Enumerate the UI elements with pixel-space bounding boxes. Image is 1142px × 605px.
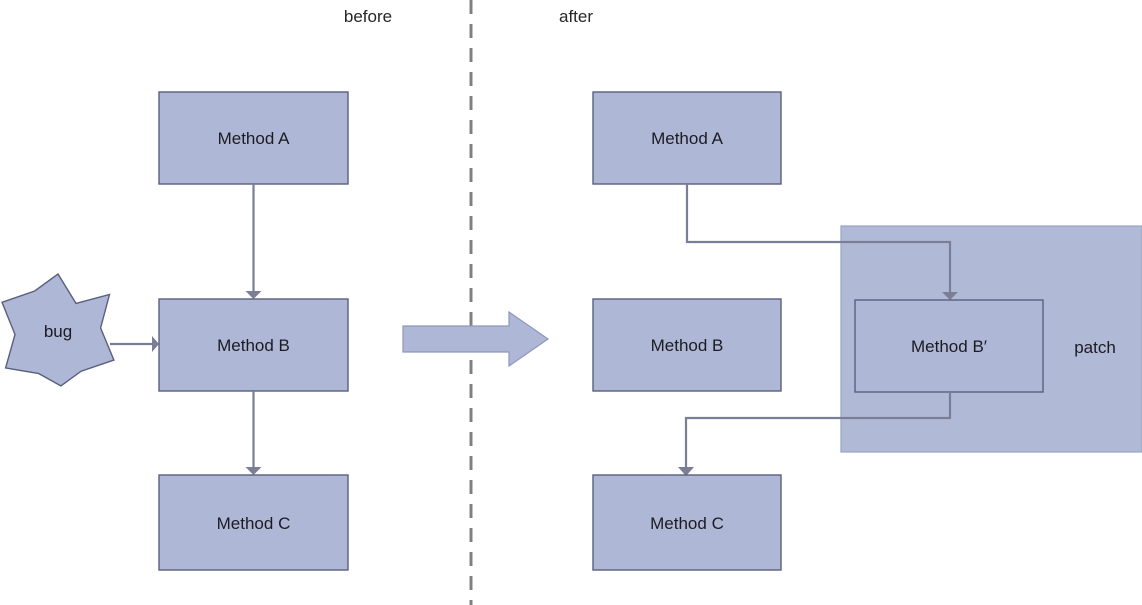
before-method-a-label: Method A <box>218 129 290 148</box>
after-method-b-node[interactable]: Method B <box>592 298 782 392</box>
section-label-before: before <box>344 7 392 26</box>
after-method-b-box[interactable] <box>592 298 782 392</box>
before-to-after-arrow <box>402 310 550 368</box>
block-arrow-icon <box>402 310 550 368</box>
edge-before-a-to-b <box>245 184 262 299</box>
bug-label: bug <box>44 322 72 341</box>
after-method-c-box[interactable] <box>592 474 782 571</box>
before-method-a-node[interactable]: Method A <box>158 91 349 185</box>
arrow-head-icon <box>245 291 262 299</box>
before-method-c-node[interactable]: Method C <box>158 474 349 571</box>
after-method-a-label: Method A <box>651 129 723 148</box>
after-method-b-prime-box[interactable] <box>854 299 1044 393</box>
after-method-a-node[interactable]: Method A <box>592 91 782 185</box>
edge-after-a-to-b-prime <box>685 184 958 300</box>
bug-star-icon <box>1 272 115 387</box>
edge-bug-to-method-b <box>110 336 159 352</box>
after-method-a-box[interactable] <box>592 91 782 185</box>
after-method-b-prime-label: Method B′ <box>911 337 987 356</box>
before-method-b-node[interactable]: Method B <box>158 298 349 392</box>
after-method-c-label: Method C <box>650 514 724 533</box>
before-method-b-label: Method B <box>217 336 290 355</box>
arrow-head-icon <box>678 467 694 476</box>
before-method-c-label: Method C <box>217 514 291 533</box>
before-method-a-box[interactable] <box>158 91 349 185</box>
after-method-b-prime-node[interactable]: Method B′ <box>854 299 1044 393</box>
after-method-c-node[interactable]: Method C <box>592 474 782 571</box>
before-method-c-box[interactable] <box>158 474 349 571</box>
bug-star-group: bug <box>1 272 115 387</box>
edge-before-b-to-c <box>245 391 262 475</box>
section-label-after: after <box>559 7 593 26</box>
edge-after-b-prime-to-c <box>678 392 952 476</box>
patch-label: patch <box>1074 338 1116 357</box>
arrow-head-icon <box>942 292 958 300</box>
arrow-head-icon <box>245 467 262 475</box>
arrow-head-icon <box>152 336 159 352</box>
after-method-b-label: Method B <box>651 336 724 355</box>
